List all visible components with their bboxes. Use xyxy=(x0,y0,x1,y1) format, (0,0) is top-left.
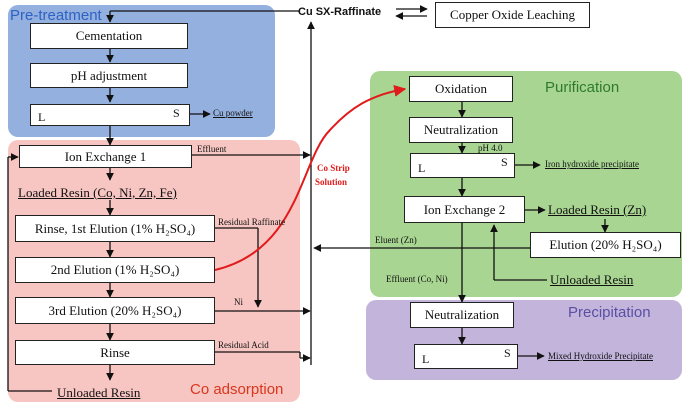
effluent-co-ni-label: Effluent (Co, Ni) xyxy=(386,274,448,284)
ion-exchange-2-box: Ion Exchange 2 xyxy=(404,196,525,223)
separator-2-left: L xyxy=(418,161,426,175)
purification-title: Purification xyxy=(545,79,620,96)
elution-3-box: 3rd Elution (20% H₂SO₄) xyxy=(15,297,215,324)
separator-1-right: S xyxy=(173,106,180,120)
separator-1-left: L xyxy=(38,110,46,124)
ph-adjustment-box: pH adjustment xyxy=(30,63,188,88)
oxidation-box: Oxidation xyxy=(409,76,513,102)
neutralization-1-box: Neutralization xyxy=(409,117,513,143)
elution-20-box: Elution (20% H₂SO₄) xyxy=(530,232,681,258)
iron-precipitate-label: Iron hydroxide precipitate xyxy=(545,159,639,169)
precipitation-title: Precipitation xyxy=(568,304,651,321)
cu-powder-label: Cu powder xyxy=(213,108,253,118)
eluent-zn-label: Eluent (Zn) xyxy=(375,235,417,245)
loaded-resin-1-label: Loaded Resin (Co, Ni, Zn, Fe) xyxy=(18,185,177,200)
neutralization-2-box: Neutralization xyxy=(410,302,514,328)
rinse-box: Rinse xyxy=(15,340,215,365)
mixed-hydroxide-label: Mixed Hydroxide Precipitate xyxy=(548,351,653,361)
separator-box-1 xyxy=(30,104,190,126)
loaded-resin-zn-label: Loaded Resin (Zn) xyxy=(548,202,647,217)
pretreatment-title: Pre-treatment xyxy=(10,7,102,24)
leaching-box: Copper Oxide Leaching xyxy=(435,2,590,28)
effluent-label: Effluent xyxy=(197,144,227,154)
co-adsorption-title: Co adsorption xyxy=(190,381,284,398)
separator-3-right: S xyxy=(504,346,511,360)
separator-box-3 xyxy=(414,344,518,369)
ph-4-label: pH 4.0 xyxy=(478,143,503,153)
ni-label: Ni xyxy=(234,297,243,307)
residual-acid-label: Residual Acid xyxy=(218,340,269,350)
elution-2-box: 2nd Elution (1% H₂SO₄) xyxy=(15,257,215,283)
residual-raffinate-label: Residual Raffinate xyxy=(218,217,286,227)
ion-exchange-1-box: Ion Exchange 1 xyxy=(19,145,192,168)
co-strip-label-1: Co Strip xyxy=(317,163,350,173)
cementation-box: Cementation xyxy=(30,23,188,49)
separator-3-left: L xyxy=(422,352,430,366)
unloaded-resin-2-label: Unloaded Resin xyxy=(550,272,634,287)
rinse-elution-1-box: Rinse, 1st Elution (1% H₂SO₄) xyxy=(15,215,215,242)
separator-2-right: S xyxy=(501,155,508,169)
unloaded-resin-1-label: Unloaded Resin xyxy=(57,385,141,400)
co-strip-label-2: Solution xyxy=(315,177,348,187)
raffinate-label: Cu SX-Raffinate xyxy=(298,6,382,18)
separator-box-2 xyxy=(410,153,515,178)
purification-region xyxy=(370,71,682,297)
